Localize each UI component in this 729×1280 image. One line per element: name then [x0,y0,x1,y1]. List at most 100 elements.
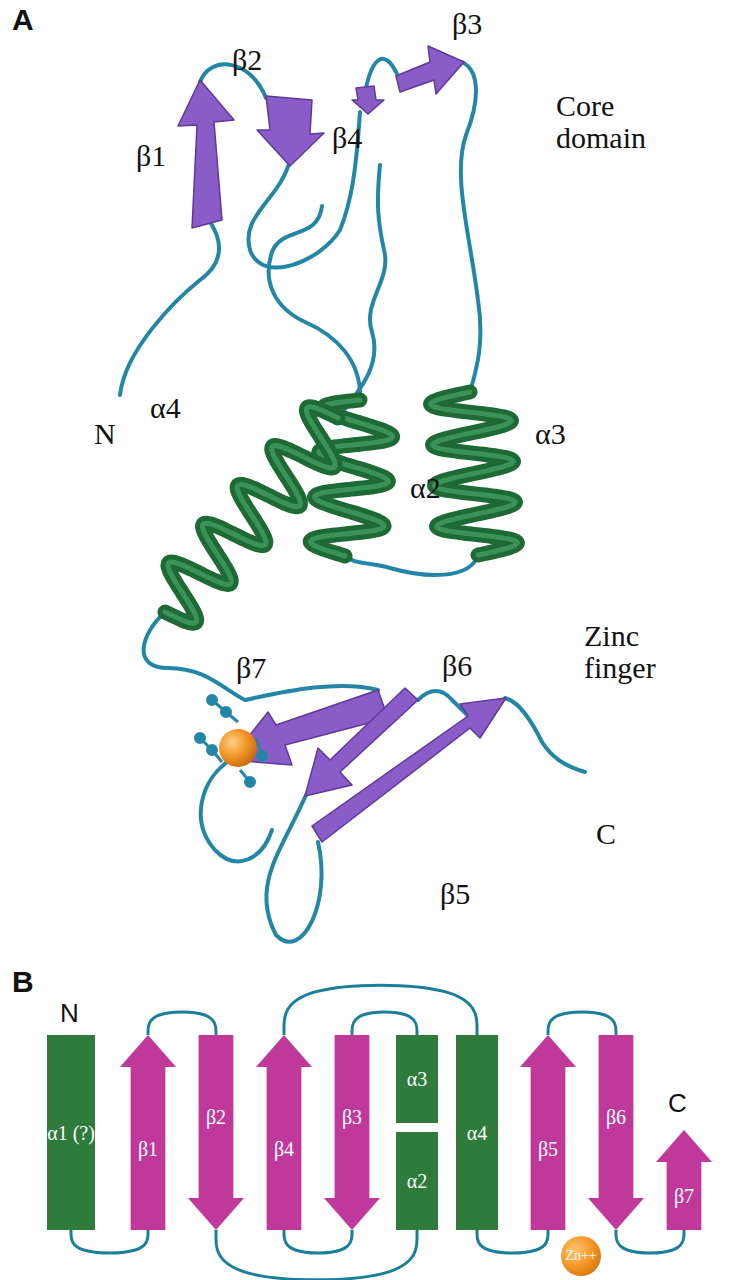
helix-bar: α2 [396,1132,438,1230]
structure-label: β2 [232,44,262,76]
coil-loop [338,165,385,418]
beta-strand [257,96,324,166]
coil-loops [120,59,585,942]
coil-loop [201,760,272,861]
coil-loop [345,555,478,575]
helix-bar: α1 (?) [47,1035,95,1230]
panel-letter: B [12,966,34,998]
coil-loop [461,62,481,392]
strand-shape [120,1035,176,1230]
strand-shape [256,1035,312,1230]
helix-ribbon [431,392,518,555]
loop-connector [148,1012,216,1035]
strand-shape [656,1130,712,1230]
helix-highlight [431,392,518,555]
structure-label: Zinc finger [584,620,694,683]
structure-label: α3 [535,418,566,450]
node-outline [520,1035,576,1230]
loop-connector [284,985,477,1035]
element-name: β4 [274,1138,294,1160]
strand-shape [188,1035,244,1230]
helix-highlight [165,407,338,623]
loop-connector [548,1012,616,1035]
helix-shape [396,1035,438,1123]
element-name: β6 [606,1106,626,1128]
structure-label: C [668,1090,687,1117]
ligand-atom [258,752,267,761]
helix-ribbon [310,400,392,556]
coil-loop [120,222,219,395]
structure-label: β7 [236,652,266,684]
structure-label: β6 [442,650,472,682]
structure-label: β3 [452,8,482,40]
loop-connector [284,1230,352,1253]
panel-letter: A [12,4,34,36]
strand-arrow: β6 [588,1035,644,1230]
strand-arrow: β4 [256,1035,312,1230]
node-outline [120,1035,176,1230]
cysteine-ligands [196,696,267,787]
ligand-atom [246,778,255,787]
node-outline [588,1035,644,1230]
strand-arrow: β3 [324,1035,380,1230]
beta-strand [178,80,234,228]
ligand-atom [208,746,217,755]
structure-label: α4 [150,392,181,424]
strand-arrow: β5 [520,1035,576,1230]
coil-loop [266,795,321,942]
element-name: β1 [138,1138,158,1160]
loop-connector [616,1230,684,1253]
strand-arrow: β7 [656,1130,712,1230]
helix-bar: α3 [396,1035,438,1123]
element-name: β7 [674,1185,694,1207]
structure-label: N [94,418,116,450]
strand-arrow: β1 [120,1035,176,1230]
node-outline [188,1035,244,1230]
zinc-sphere [219,729,257,767]
element-name: α4 [467,1122,487,1144]
element-name: Zn++ [565,1248,596,1263]
loop-connector [71,1230,148,1253]
node-outline [656,1130,712,1230]
ligand-atom [222,708,231,717]
structure-label: β1 [136,140,166,172]
node-outline [256,1035,312,1230]
strand-shape [588,1035,644,1230]
element-name: β3 [342,1106,362,1128]
helix-shape [396,1132,438,1230]
zinc-ion: Zn++ [561,1236,601,1276]
ligand-atom [208,696,217,705]
alpha-helices [165,392,517,623]
coil-loop [505,698,585,772]
element-name: β5 [538,1138,558,1160]
structure-label: Core domain [556,90,676,153]
helix-ribbon [165,407,338,623]
zinc-shape [561,1236,601,1276]
strand-shape [520,1035,576,1230]
helix-bar: α4 [456,1035,498,1230]
loop-connector [477,1230,548,1253]
structure-label: α2 [410,472,441,504]
structure-label: β4 [332,122,362,154]
loop-connector [352,1012,417,1035]
helix-shape [456,1035,498,1230]
helix-shape [47,1035,95,1230]
beta-strand [312,698,506,842]
structure-label: C [596,818,616,850]
beta-strand [352,86,384,114]
coil-loop [269,206,360,400]
element-name: α1 (?) [47,1122,95,1144]
coil-loop [366,59,398,88]
element-name: β2 [206,1106,226,1128]
structure-label: N [60,1000,79,1027]
loop-connector [216,1230,417,1280]
node-outline [324,1035,380,1230]
beta-strands [178,46,506,842]
ligand-atom [196,734,205,743]
strand-shape [324,1035,380,1230]
element-name: α3 [407,1068,427,1090]
structure-label: β5 [440,878,470,910]
strand-arrow: β2 [188,1035,244,1230]
helix-highlight [310,400,392,556]
